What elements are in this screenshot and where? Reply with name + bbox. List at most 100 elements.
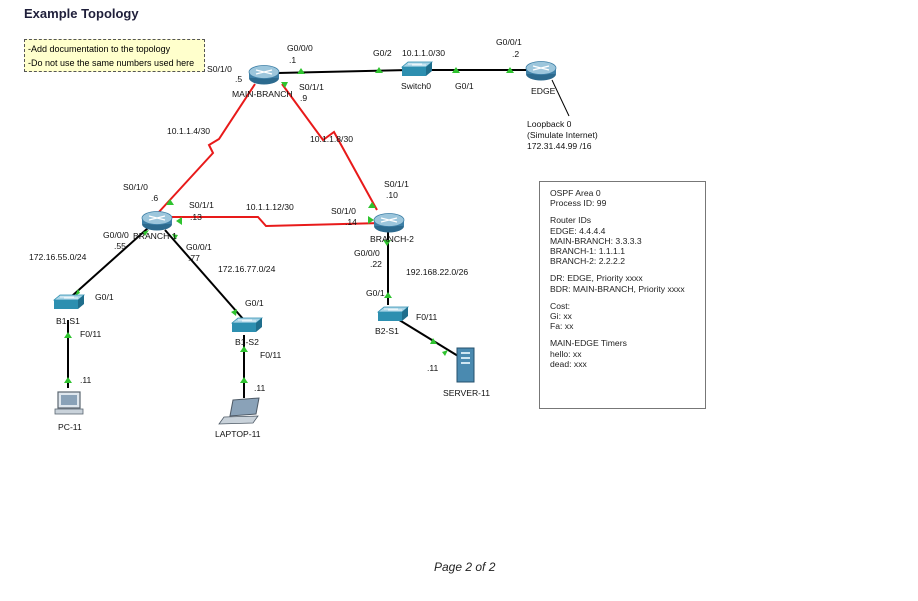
ip-label: .9 <box>300 93 307 103</box>
cost-title: Cost: <box>550 300 571 311</box>
interface-label: G0/0/0 <box>103 230 129 240</box>
dead-timer: dead: xxx <box>550 358 587 369</box>
interface-label: S0/1/0 <box>123 182 148 192</box>
link-branch1-branch2 <box>172 216 383 228</box>
port-up-icon <box>368 202 376 208</box>
documentation-note: -Add documentation to the topology -Do n… <box>24 39 205 72</box>
ip-label: .6 <box>151 193 158 203</box>
timers-title: MAIN-EDGE Timers <box>550 338 627 349</box>
main-branch-label: MAIN-BRANCH <box>232 89 293 99</box>
interface-label: G0/0/0 <box>354 248 380 258</box>
interface-label: F0/11 <box>416 312 438 322</box>
ip-label: .13 <box>190 212 202 222</box>
ip-label: .77 <box>188 253 200 263</box>
interface-label: G0/1 <box>366 288 385 298</box>
ospf-process: Process ID: 99 <box>550 198 607 209</box>
ip-label: .22 <box>370 259 382 269</box>
laptop11-label: LAPTOP-11 <box>215 429 261 439</box>
interface-label: G0/1 <box>245 298 264 308</box>
link-branch1-b1s2 <box>164 229 245 321</box>
server-icon[interactable] <box>456 347 475 383</box>
pc11-label: PC-11 <box>58 422 82 432</box>
port-up-icon <box>240 346 248 352</box>
interface-label: S0/1/1 <box>384 179 409 189</box>
port-up-icon <box>75 289 80 296</box>
ospf-area: OSPF Area 0 <box>550 188 601 198</box>
switch-b1s1-icon[interactable] <box>53 294 85 310</box>
link-branch1-b1s1 <box>71 227 149 297</box>
port-up-icon <box>384 292 392 298</box>
link-mainbranch-branch2 <box>281 83 378 211</box>
page-number: Page 2 of 2 <box>434 560 496 574</box>
network-label: 10.1.1.0/30 <box>402 48 445 58</box>
router-branch1-icon[interactable] <box>141 210 173 232</box>
ip-label: .1 <box>289 55 296 65</box>
link-b2s1-server <box>395 317 459 357</box>
interface-label: F0/11 <box>80 329 102 339</box>
switch0-label: Switch0 <box>401 81 431 91</box>
port-up-icon <box>375 67 383 73</box>
branch2-label: BRANCH-2 <box>370 234 414 244</box>
ospf-info-box: OSPF Area 0 Process ID: 99 Router IDs ED… <box>539 181 706 409</box>
network-label: 172.16.55.0/24 <box>29 252 87 262</box>
interface-label: S0/1/1 <box>299 82 324 92</box>
port-up-icon <box>240 377 248 383</box>
ip-label: .11 <box>80 375 92 385</box>
port-up-icon <box>281 82 288 88</box>
port-indicators <box>64 67 514 383</box>
ip-label: .11 <box>254 383 266 393</box>
port-up-icon <box>452 67 460 73</box>
port-up-icon <box>64 377 72 383</box>
router-id: EDGE: 4.4.4.4 <box>550 225 606 236</box>
port-up-icon <box>166 199 174 205</box>
ip-label: .11 <box>427 363 439 373</box>
ip-label: .10 <box>386 190 398 200</box>
cost-gi: Gi: xx <box>550 311 572 322</box>
switch0-icon[interactable] <box>401 61 433 77</box>
cost-fa: Fa: xx <box>550 321 574 332</box>
port-up-icon <box>368 216 374 224</box>
bdr-info: BDR: MAIN-BRANCH, Priority xxxx <box>550 283 685 294</box>
router-id: BRANCH-1: 1.1.1.1 <box>550 246 625 257</box>
port-up-icon <box>172 234 178 240</box>
port-up-icon <box>176 217 182 225</box>
b2s1-label: B2-S1 <box>375 326 399 336</box>
network-label: 10.1.1.8/30 <box>310 134 353 144</box>
network-label: 10.1.1.4/30 <box>167 126 210 136</box>
loopback-label: (Simulate Internet) <box>527 130 598 140</box>
port-up-icon <box>64 332 72 338</box>
ip-label: .14 <box>345 217 357 227</box>
page-title: Example Topology <box>24 6 139 21</box>
router-edge-icon[interactable] <box>525 60 557 82</box>
link-mainbranch-switch0 <box>277 69 410 74</box>
branch1-label: BRANCH-1 <box>133 231 177 241</box>
port-up-icon <box>442 350 448 356</box>
b1s2-label: B1-S2 <box>235 337 259 347</box>
interface-label: G0/0/1 <box>186 242 212 252</box>
links <box>67 69 570 398</box>
interface-label: S0/1/1 <box>189 200 214 210</box>
laptop-icon[interactable] <box>218 397 260 425</box>
loopback-label: Loopback 0 <box>527 119 572 129</box>
note-line-1: -Add documentation to the topology <box>28 44 171 54</box>
link-mainbranch-branch1 <box>157 83 256 214</box>
dr-info: DR: EDGE, Priority xxxx <box>550 273 643 284</box>
router-id: BRANCH-2: 2.2.2.2 <box>550 256 625 267</box>
interface-label: G0/0/0 <box>287 43 313 53</box>
router-id: MAIN-BRANCH: 3.3.3.3 <box>550 235 642 246</box>
port-up-icon <box>383 240 391 246</box>
link-edge-loopback <box>551 79 570 117</box>
switch-b2s1-icon[interactable] <box>377 306 409 322</box>
network-label: 172.16.77.0/24 <box>218 264 276 274</box>
edge-label: EDGE <box>531 86 556 96</box>
network-label: 192.168.22.0/26 <box>406 267 468 277</box>
interface-label: G0/1 <box>95 292 114 302</box>
switch-b1s2-icon[interactable] <box>231 317 263 333</box>
interface-label: G0/2 <box>373 48 392 58</box>
router-main-branch-icon[interactable] <box>248 64 280 86</box>
router-branch2-icon[interactable] <box>373 212 405 234</box>
interface-label: G0/1 <box>455 81 474 91</box>
pc-icon[interactable] <box>54 391 84 415</box>
interface-label: G0/0/1 <box>496 37 522 47</box>
